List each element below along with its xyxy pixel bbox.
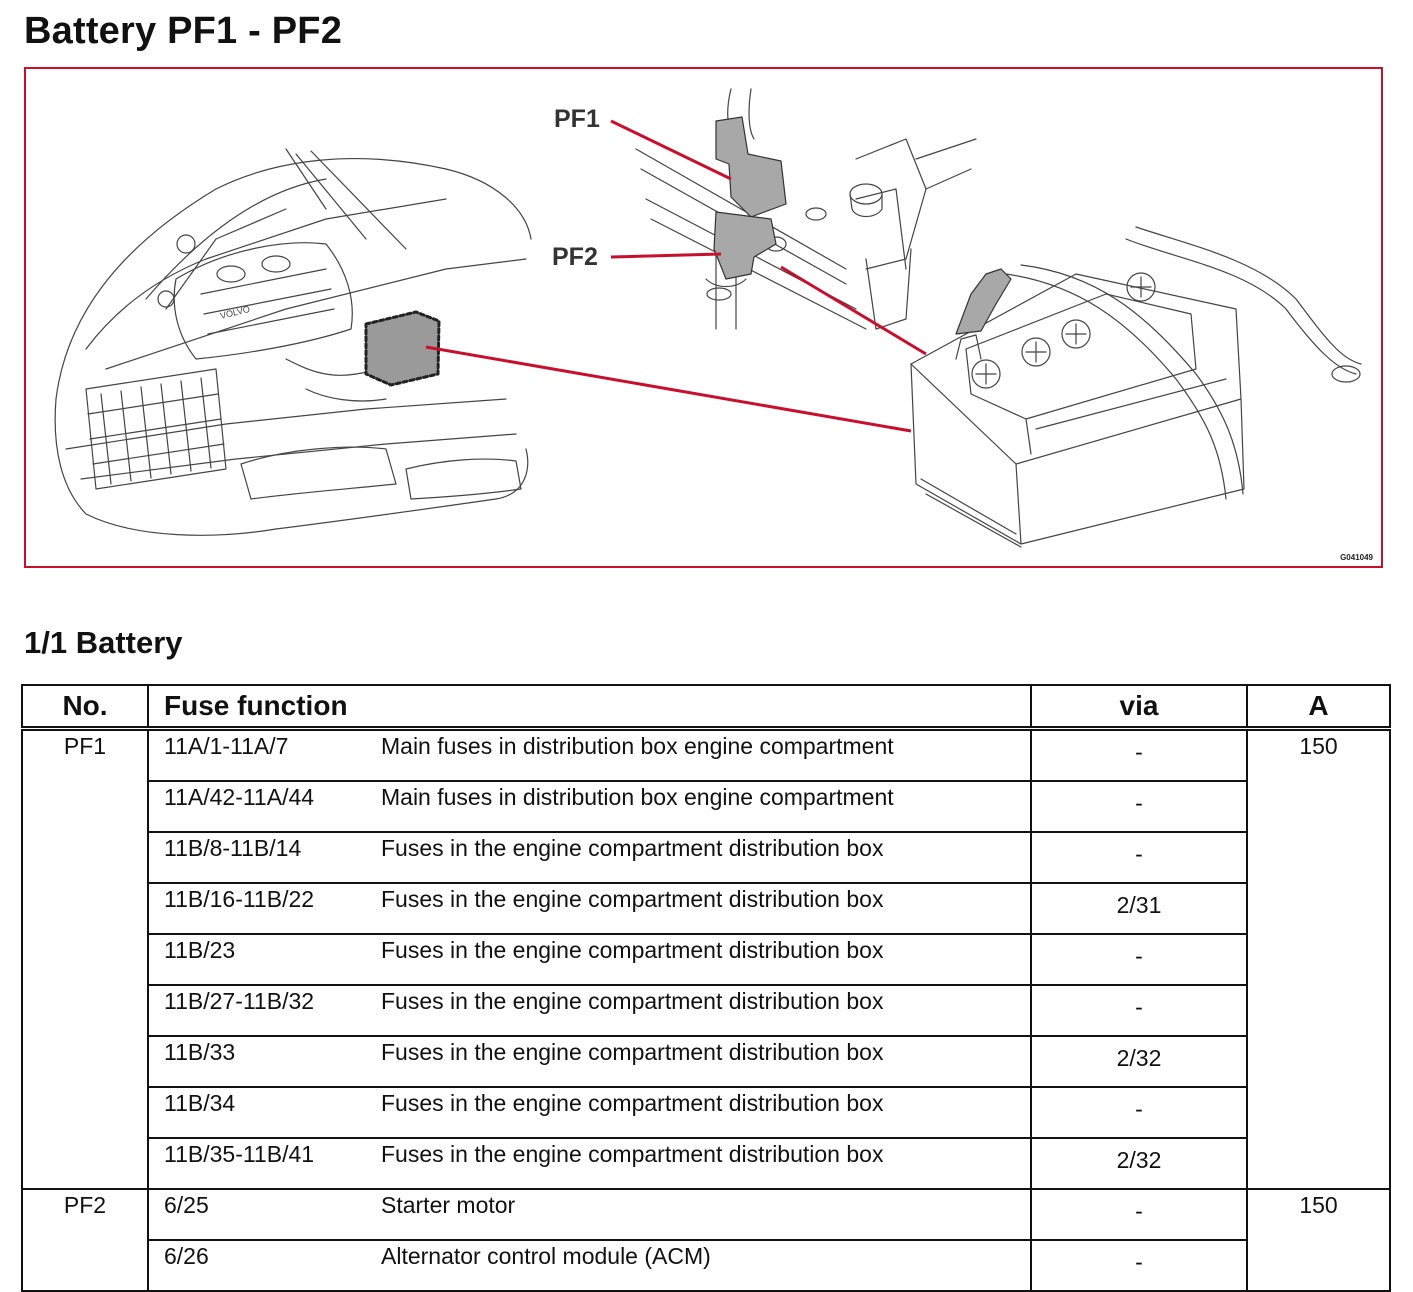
fuse-description: Main fuses in distribution box engine co… bbox=[364, 781, 1033, 833]
fuse-id: 11B/23 bbox=[147, 934, 364, 986]
battery-terminal-detail-icon bbox=[635, 88, 977, 330]
pf1-fuse-unit bbox=[715, 116, 787, 218]
table-row: 11B/27-11B/32 Fuses in the engine compar… bbox=[22, 985, 1390, 1037]
table-row: 11B/35-11B/41 Fuses in the engine compar… bbox=[22, 1138, 1390, 1190]
callout-lines bbox=[425, 119, 927, 433]
fuse-description: Fuses in the engine compartment distribu… bbox=[364, 883, 1033, 935]
table-row: 11B/23 Fuses in the engine compartment d… bbox=[22, 934, 1390, 986]
fuse-via: - bbox=[1030, 832, 1249, 884]
fuse-via: - bbox=[1030, 727, 1249, 782]
fuse-via: - bbox=[1030, 781, 1249, 833]
fuse-description: Fuses in the engine compartment distribu… bbox=[364, 934, 1033, 986]
battery-location-figure: VOLVO PF1 PF2 G041049 bbox=[24, 67, 1383, 568]
fuse-id: 11A/42-11A/44 bbox=[147, 781, 364, 833]
car-badge: VOLVO bbox=[219, 304, 251, 321]
fuse-table: No. Fuse function via A PF1 11A/1-11A/7 … bbox=[21, 684, 1392, 1292]
fuse-via: 2/32 bbox=[1030, 1036, 1249, 1088]
fuse-description: Fuses in the engine compartment distribu… bbox=[364, 985, 1033, 1037]
fuse-id: 6/26 bbox=[147, 1240, 364, 1292]
table-body: PF1 11A/1-11A/7 Main fuses in distributi… bbox=[21, 727, 1392, 1292]
fuse-via: 2/32 bbox=[1030, 1138, 1249, 1190]
fuse-via: - bbox=[1030, 1240, 1249, 1292]
fuse-id: 11A/1-11A/7 bbox=[147, 727, 364, 782]
fuse-description: Fuses in the engine compartment distribu… bbox=[364, 1087, 1033, 1139]
fuse-number: PF2 bbox=[21, 1189, 149, 1292]
column-header-amps: A bbox=[1246, 684, 1392, 731]
battery-icon bbox=[910, 226, 1362, 548]
column-header-function: Fuse function bbox=[146, 684, 1033, 731]
section-title: 1/1 Battery bbox=[24, 625, 183, 660]
fuse-id: 11B/16-11B/22 bbox=[147, 883, 364, 935]
fuse-via: - bbox=[1030, 1087, 1249, 1139]
fuse-description: Fuses in the engine compartment distribu… bbox=[364, 1036, 1033, 1088]
fuse-id: 11B/35-11B/41 bbox=[147, 1138, 364, 1190]
fuse-id: 11B/8-11B/14 bbox=[147, 832, 364, 884]
fuse-description: Fuses in the engine compartment distribu… bbox=[364, 832, 1033, 884]
fuse-via: - bbox=[1030, 934, 1249, 986]
table-row: 6/26 Alternator control module (ACM) - bbox=[22, 1240, 1390, 1292]
callout-pf1: PF1 bbox=[554, 105, 600, 133]
fuse-amps: 150 bbox=[1246, 1189, 1392, 1292]
table-row: PF1 11A/1-11A/7 Main fuses in distributi… bbox=[21, 727, 1392, 1190]
column-header-via: via bbox=[1030, 684, 1249, 731]
table-row: 11A/42-11A/44 Main fuses in distribution… bbox=[22, 781, 1390, 833]
battery-positive-cable bbox=[955, 268, 1012, 335]
fuse-id: 11B/33 bbox=[147, 1036, 364, 1088]
fuse-via: - bbox=[1030, 985, 1249, 1037]
callout-pf2: PF2 bbox=[552, 243, 598, 271]
figure-code: G041049 bbox=[1340, 553, 1373, 562]
fuse-description: Main fuses in distribution box engine co… bbox=[364, 727, 1033, 782]
fuse-description: Alternator control module (ACM) bbox=[364, 1240, 1033, 1292]
table-row: 11B/8-11B/14 Fuses in the engine compart… bbox=[22, 832, 1390, 884]
table-row: 11B/33 Fuses in the engine compartment d… bbox=[22, 1036, 1390, 1088]
fuse-id: 11B/27-11B/32 bbox=[147, 985, 364, 1037]
fuse-id: 11B/34 bbox=[147, 1087, 364, 1139]
column-header-no: No. bbox=[21, 684, 149, 731]
fuse-number: PF1 bbox=[21, 727, 149, 1190]
fuse-description: Fuses in the engine compartment distribu… bbox=[364, 1138, 1033, 1190]
car-front-icon bbox=[54, 148, 532, 536]
engine-compartment-illustration: VOLVO PF1 PF2 bbox=[54, 88, 1362, 548]
pf2-fuse-unit bbox=[713, 211, 777, 280]
battery-location-marker bbox=[364, 310, 441, 387]
page-title: Battery PF1 - PF2 bbox=[24, 10, 343, 52]
table-header-row: No. Fuse function via A bbox=[21, 684, 1392, 731]
fuse-amps: 150 bbox=[1246, 727, 1392, 1190]
table-row: 11B/34 Fuses in the engine compartment d… bbox=[22, 1087, 1390, 1139]
table-row: 11B/16-11B/22 Fuses in the engine compar… bbox=[22, 883, 1390, 935]
fuse-via: 2/31 bbox=[1030, 883, 1249, 935]
